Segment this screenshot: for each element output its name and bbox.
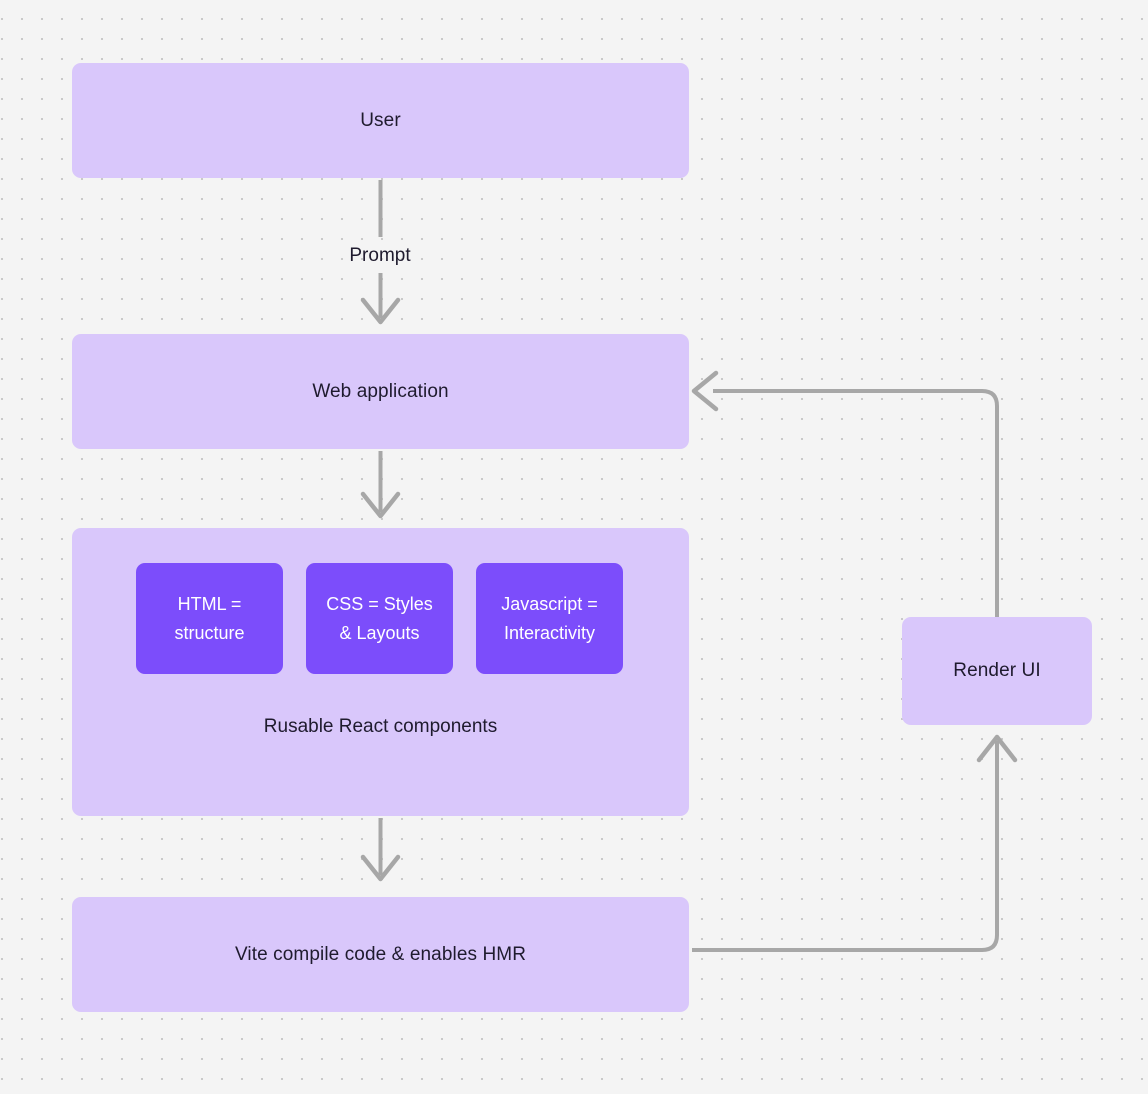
node-user[interactable]: User: [72, 63, 689, 178]
chip-css[interactable]: CSS = Styles & Layouts: [306, 563, 453, 674]
edge-render-to-webapp: [713, 389, 999, 617]
node-render-ui-label: Render UI: [953, 660, 1041, 681]
node-render-ui[interactable]: Render UI: [902, 617, 1092, 725]
chip-css-line1: CSS = Styles: [326, 593, 433, 614]
node-web-application[interactable]: Web application: [72, 334, 689, 449]
node-web-application-label: Web application: [312, 380, 449, 402]
arrowhead-down-webapp: [360, 297, 401, 325]
chip-css-text: CSS = Styles & Layouts: [326, 590, 433, 648]
react-components-caption: Rusable React components: [263, 716, 498, 737]
chip-html-line1: HTML =: [177, 593, 242, 614]
chip-javascript-line1: Javascript =: [501, 593, 598, 614]
chip-html-text: HTML = structure: [174, 590, 244, 648]
chip-javascript-text: Javascript = Interactivity: [501, 590, 598, 648]
arrowhead-down-components: [360, 491, 401, 519]
edge-vite-to-render: [692, 741, 999, 952]
chip-html[interactable]: HTML = structure: [136, 563, 283, 674]
arrowhead-down-vite: [360, 854, 401, 882]
node-vite-label: Vite compile code & enables HMR: [234, 943, 527, 965]
edge-label-prompt: Prompt: [349, 245, 411, 266]
node-vite[interactable]: Vite compile code & enables HMR: [72, 897, 689, 1012]
chip-html-line2: structure: [174, 622, 245, 643]
arrowhead-up-render: [976, 734, 1018, 763]
chip-javascript[interactable]: Javascript = Interactivity: [476, 563, 623, 674]
node-user-label: User: [360, 109, 401, 131]
chip-css-line2: & Layouts: [339, 622, 420, 643]
chip-javascript-line2: Interactivity: [503, 622, 595, 643]
arrowhead-left-webapp: [691, 370, 719, 412]
